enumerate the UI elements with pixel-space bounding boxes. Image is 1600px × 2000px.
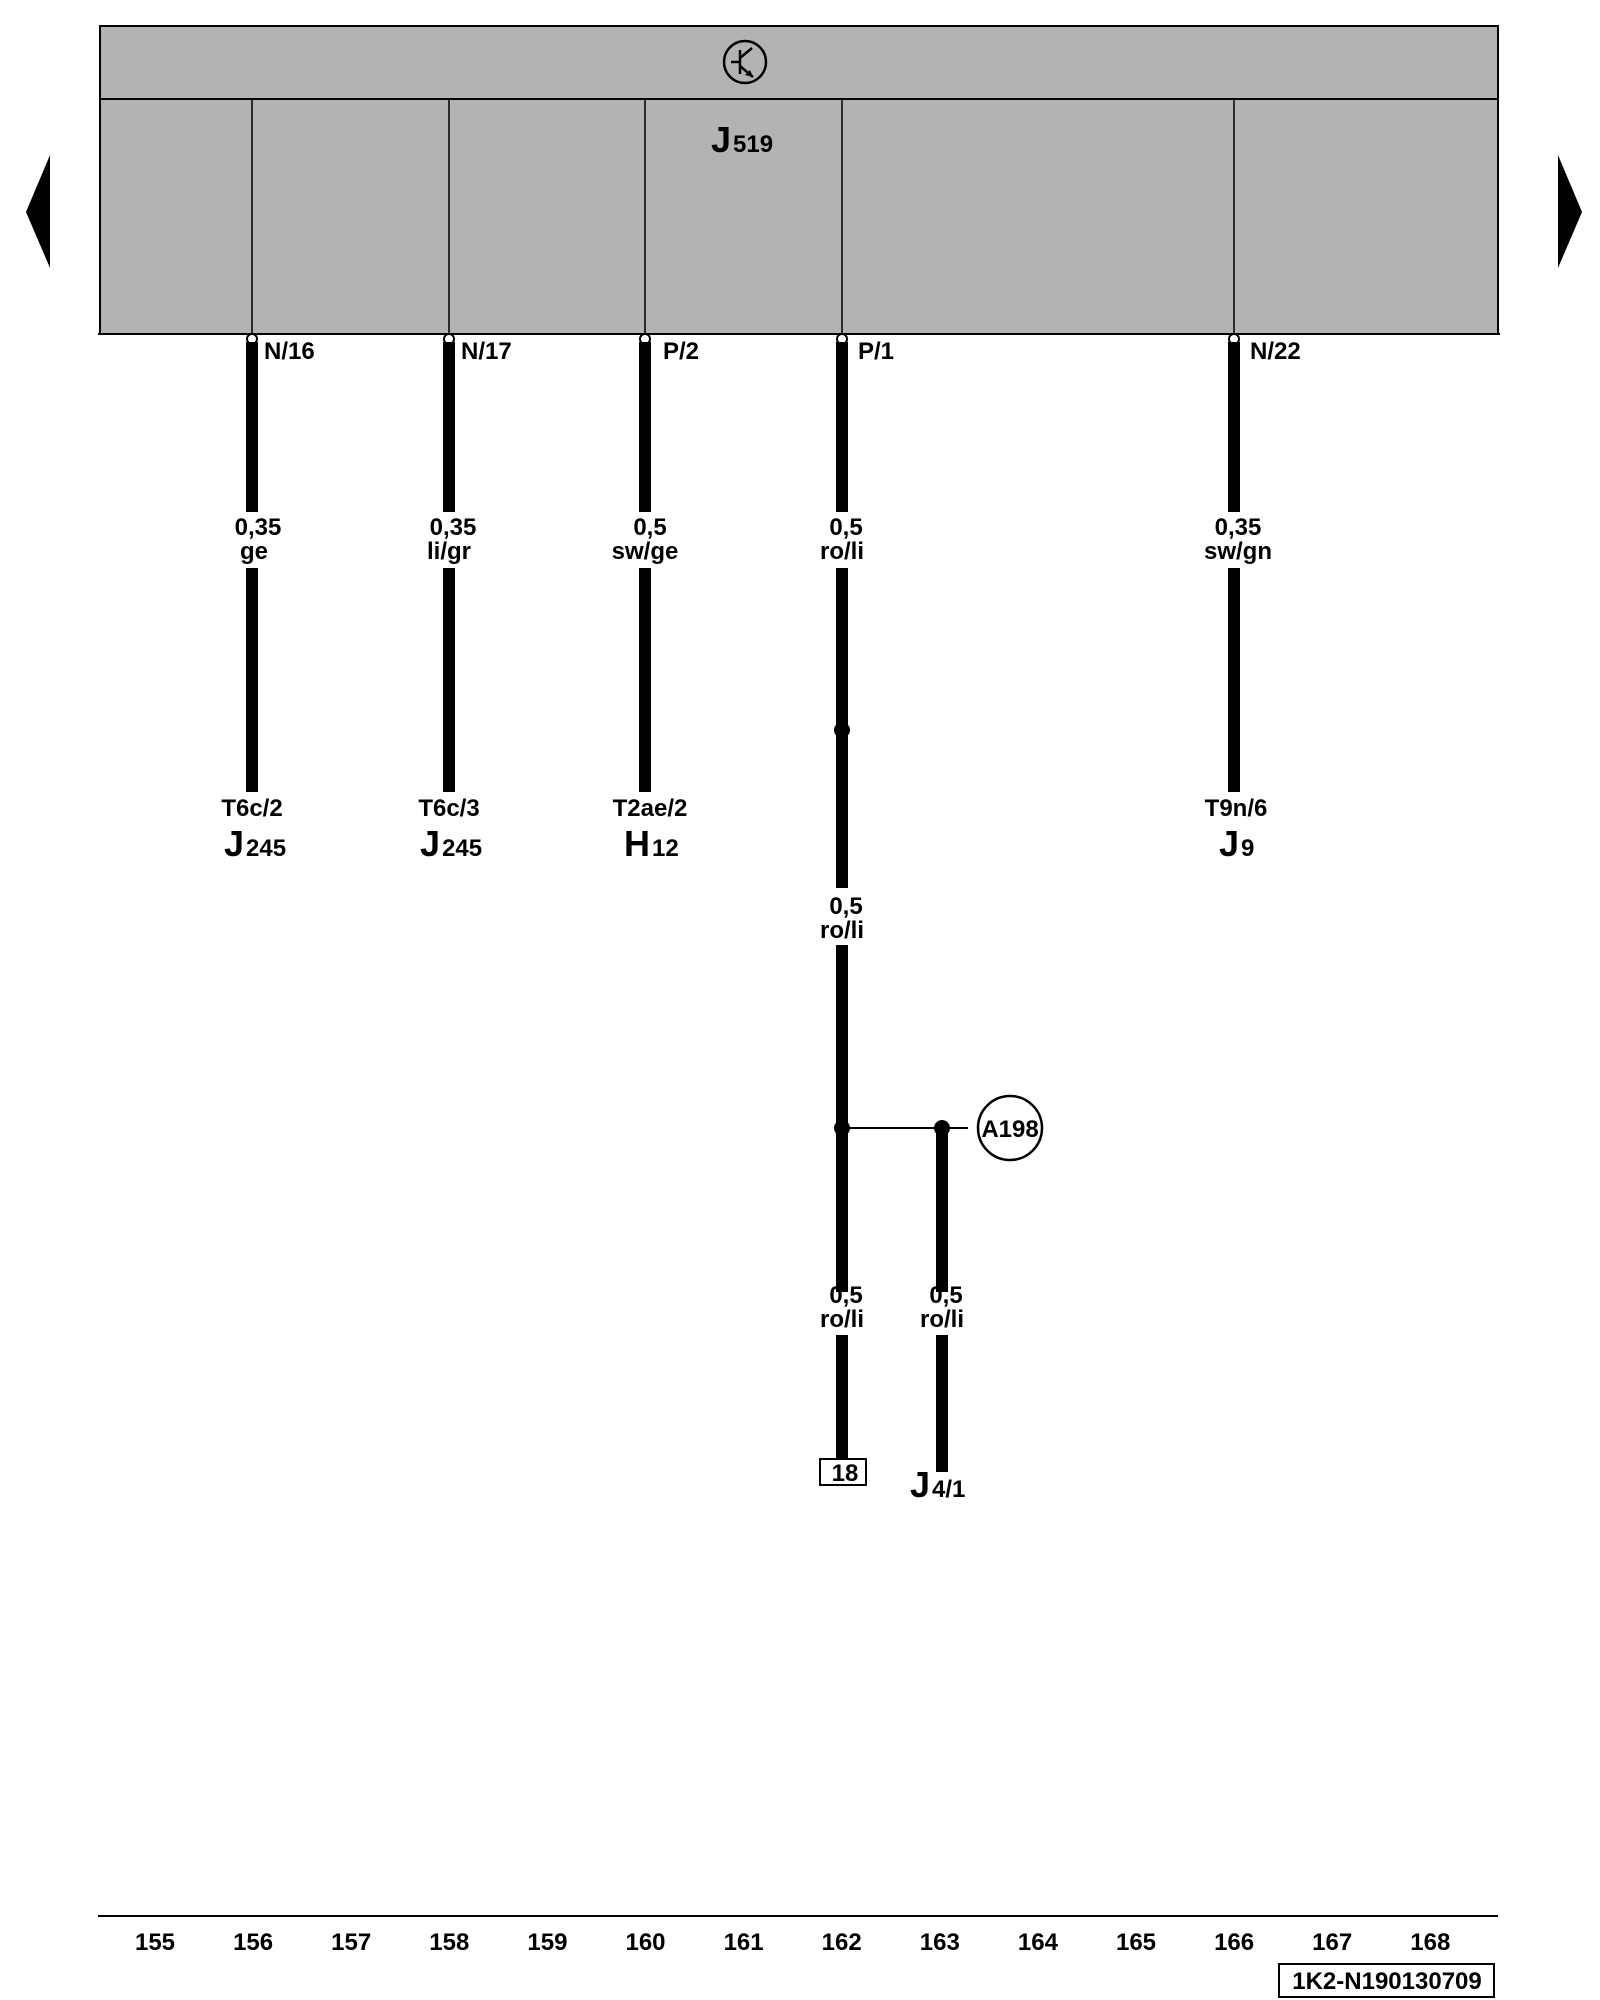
column-number: 158: [429, 1929, 469, 1956]
svg-text:0,35: 0,35: [1215, 514, 1262, 541]
svg-text:T9n/6: T9n/6: [1205, 795, 1268, 822]
component-labels: J245 J245 H12 J9 J4/1: [224, 823, 1254, 1505]
wires: [246, 342, 1240, 1472]
svg-text:0,35: 0,35: [235, 514, 282, 541]
svg-text:0,5: 0,5: [829, 1282, 862, 1309]
svg-text:ro/li: ro/li: [820, 917, 864, 944]
svg-text:T6c/2: T6c/2: [221, 795, 282, 822]
column-number: 165: [1116, 1929, 1156, 1956]
column-number: 164: [1018, 1929, 1059, 1956]
column-number: 161: [724, 1929, 764, 1956]
column-number: 168: [1410, 1929, 1450, 1956]
svg-text:sw/ge: sw/ge: [612, 538, 679, 565]
svg-text:18: 18: [832, 1460, 859, 1487]
document-id: 1K2-N190130709: [1278, 1963, 1495, 1998]
pin-label: N/16: [264, 338, 315, 365]
svg-text:T6c/3: T6c/3: [418, 795, 479, 822]
component-h12: H12: [624, 823, 679, 864]
component-j9: J9: [1219, 823, 1254, 864]
column-number: 159: [527, 1929, 567, 1956]
svg-text:1K2-N190130709: 1K2-N190130709: [1292, 1968, 1481, 1995]
pin-label: N/17: [461, 338, 512, 365]
pin-label: P/2: [663, 338, 699, 365]
svg-text:0,5: 0,5: [929, 1282, 962, 1309]
splice-points: [834, 722, 968, 1136]
column-number: 163: [920, 1929, 960, 1956]
svg-text:ro/li: ro/li: [820, 538, 864, 565]
control-unit-label: J519: [711, 119, 773, 160]
svg-text:0,5: 0,5: [829, 893, 862, 920]
svg-text:li/gr: li/gr: [427, 538, 471, 565]
control-unit-body: [99, 98, 1499, 335]
svg-text:A198: A198: [981, 1116, 1038, 1143]
wire-labels: 0,35 ge 0,35 li/gr 0,5 sw/ge 0,5 ro/li 0…: [235, 514, 1272, 1333]
column-numbers: 155 156 157 158 159 160 161 162 163 164 165 166 167 1…: [135, 1929, 1450, 1956]
control-unit-header: [99, 25, 1499, 100]
column-number: 155: [135, 1929, 175, 1956]
pin-label: N/22: [1250, 338, 1301, 365]
svg-text:0,5: 0,5: [633, 514, 666, 541]
column-number: 166: [1214, 1929, 1254, 1956]
svg-text:ro/li: ro/li: [920, 1306, 964, 1333]
svg-text:ge: ge: [240, 538, 268, 565]
column-number: 157: [331, 1929, 371, 1956]
connector-labels: T6c/2 T6c/3 T2ae/2 T9n/6: [221, 795, 1267, 822]
component-j4-1: J4/1: [910, 1464, 965, 1505]
triangle-left-icon[interactable]: [26, 155, 50, 268]
component-j245-b: J245: [420, 823, 482, 864]
svg-text:0,35: 0,35: [430, 514, 477, 541]
svg-text:sw/gn: sw/gn: [1204, 538, 1272, 565]
control-unit-j519: J519: [98, 25, 1500, 335]
column-number: 160: [625, 1929, 665, 1956]
pin-label: P/1: [858, 338, 894, 365]
component-j245-a: J245: [224, 823, 286, 864]
column-number: 167: [1312, 1929, 1352, 1956]
triangle-right-icon[interactable]: [1558, 155, 1582, 268]
svg-text:ro/li: ro/li: [820, 1306, 864, 1333]
transistor-icon: [722, 39, 768, 85]
svg-text:0,5: 0,5: [829, 514, 862, 541]
ground-point-a198: A198: [976, 1094, 1044, 1162]
reference-box[interactable]: 18: [819, 1458, 867, 1487]
svg-text:T2ae/2: T2ae/2: [613, 795, 688, 822]
column-number: 162: [822, 1929, 862, 1956]
pin-contacts: [246, 333, 1240, 345]
column-number: 156: [233, 1929, 273, 1956]
